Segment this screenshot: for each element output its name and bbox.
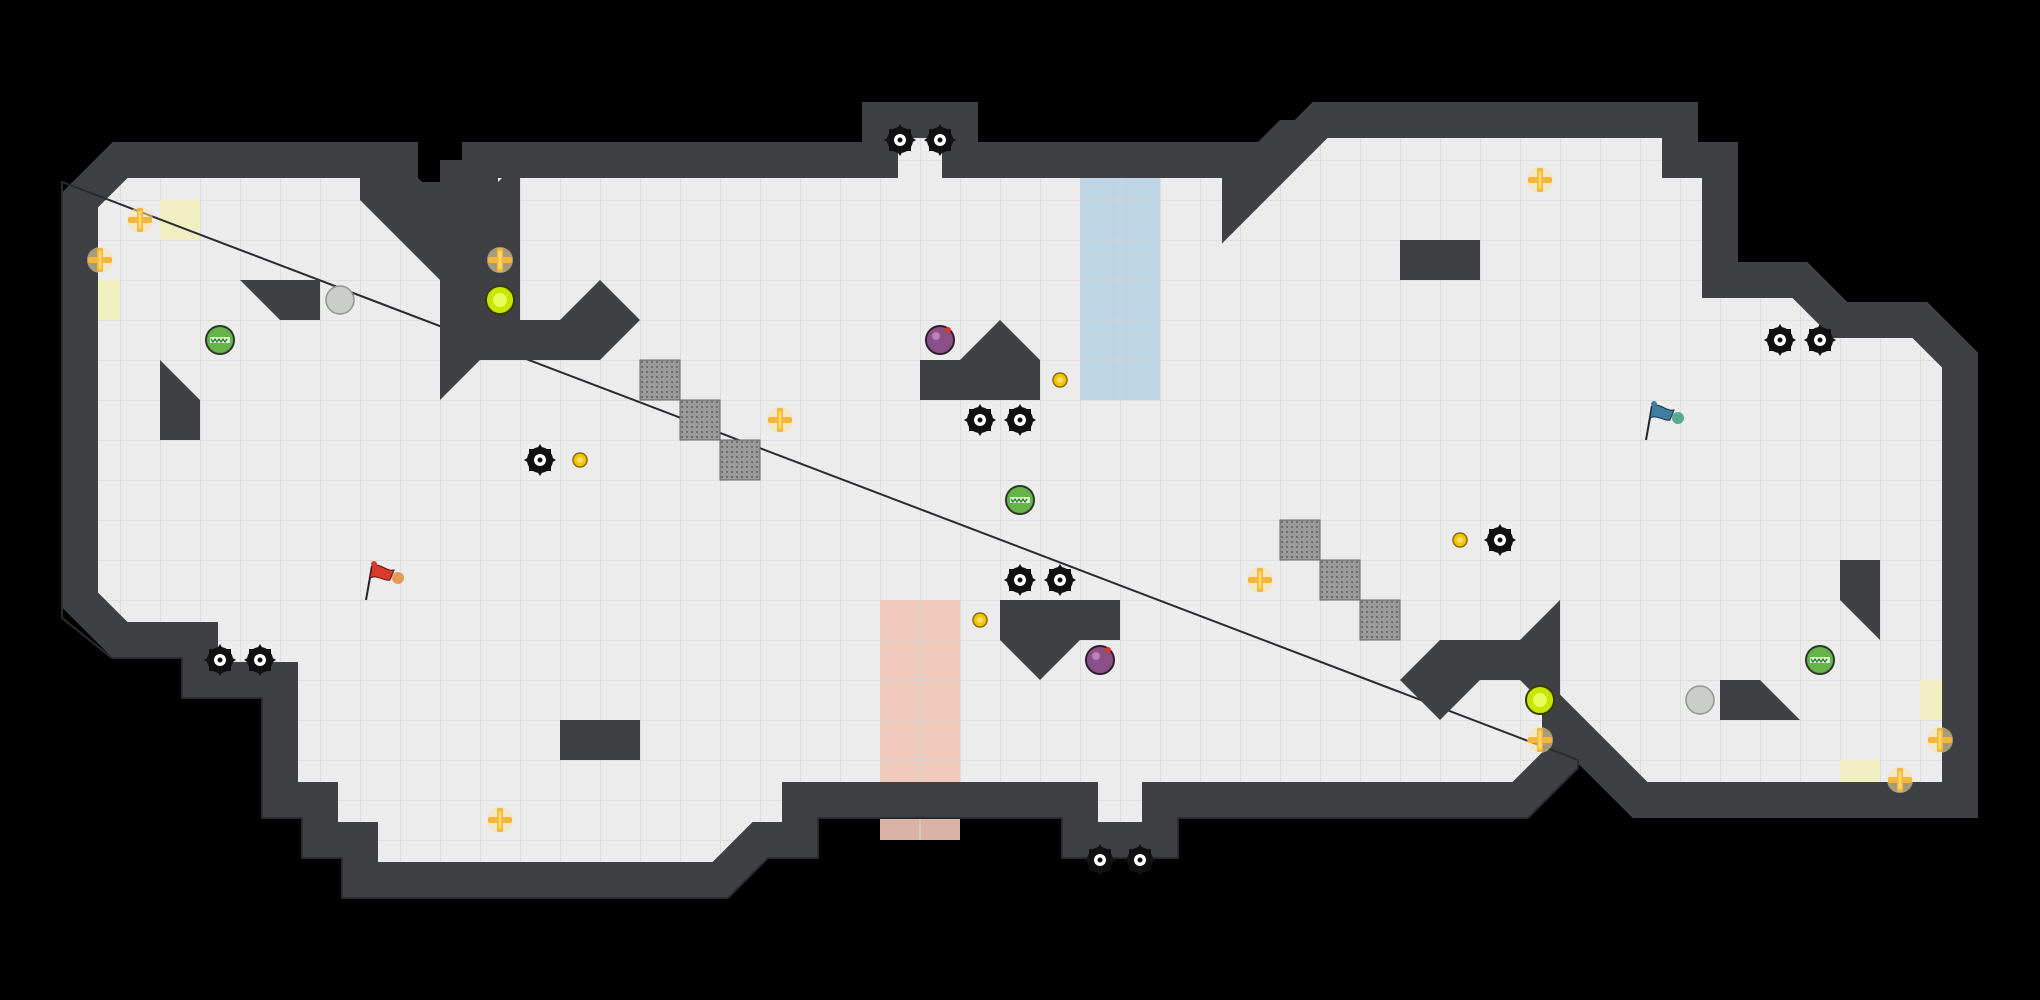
coin-icon (972, 612, 988, 628)
inner-wall-left (360, 160, 440, 280)
purple-orb-icon[interactable] (925, 325, 955, 355)
yellow-tiles (80, 200, 1960, 800)
plus-pickup-icon (127, 207, 153, 233)
top-gap-wall (1240, 120, 1320, 200)
triangle-wall (920, 320, 1040, 400)
plus-pickup-icon (1527, 167, 1553, 193)
green-token-icon[interactable] (205, 325, 235, 355)
outer-wall (62, 102, 1978, 898)
ramp-wall-1 (240, 280, 320, 320)
right-small-wall-1 (1840, 560, 1880, 640)
wall-outline (61, 180, 1579, 899)
plus-pickup-icon (487, 247, 513, 273)
plus-pickup-icon (1887, 767, 1913, 793)
green-token-icon[interactable] (1805, 645, 1835, 675)
blue-flag-icon[interactable] (1645, 401, 1684, 441)
lime-orb-icon[interactable] (1525, 685, 1555, 715)
plus-pickup-icon (767, 407, 793, 433)
plus-pickup-icon (1927, 727, 1953, 753)
purple-orb-icon[interactable] (1085, 645, 1115, 675)
inactive-orb-icon (325, 285, 355, 315)
right-small-wall-2 (1720, 680, 1800, 720)
v-wall (1000, 600, 1120, 680)
plus-pickup-icon (87, 247, 113, 273)
coin-icon (572, 452, 588, 468)
inner-wall-v (440, 160, 640, 400)
plus-pickup-icon (1247, 567, 1273, 593)
plus-pickup-icon (1527, 727, 1553, 753)
ramp-wall-2 (160, 360, 200, 440)
coin-icon (1452, 532, 1468, 548)
lime-orb-icon[interactable] (485, 285, 515, 315)
block-wall-2 (1400, 240, 1480, 280)
grates (639, 359, 1401, 641)
plus-pickup-icon (487, 807, 513, 833)
right-slope-wall (1400, 600, 1560, 720)
coin-icon (1052, 372, 1068, 388)
green-token-icon[interactable] (1005, 485, 1035, 515)
red-flag-icon[interactable] (365, 561, 404, 601)
inactive-orb-icon (1685, 685, 1715, 715)
block-wall-1 (560, 720, 640, 760)
zone-grid (880, 160, 1160, 840)
